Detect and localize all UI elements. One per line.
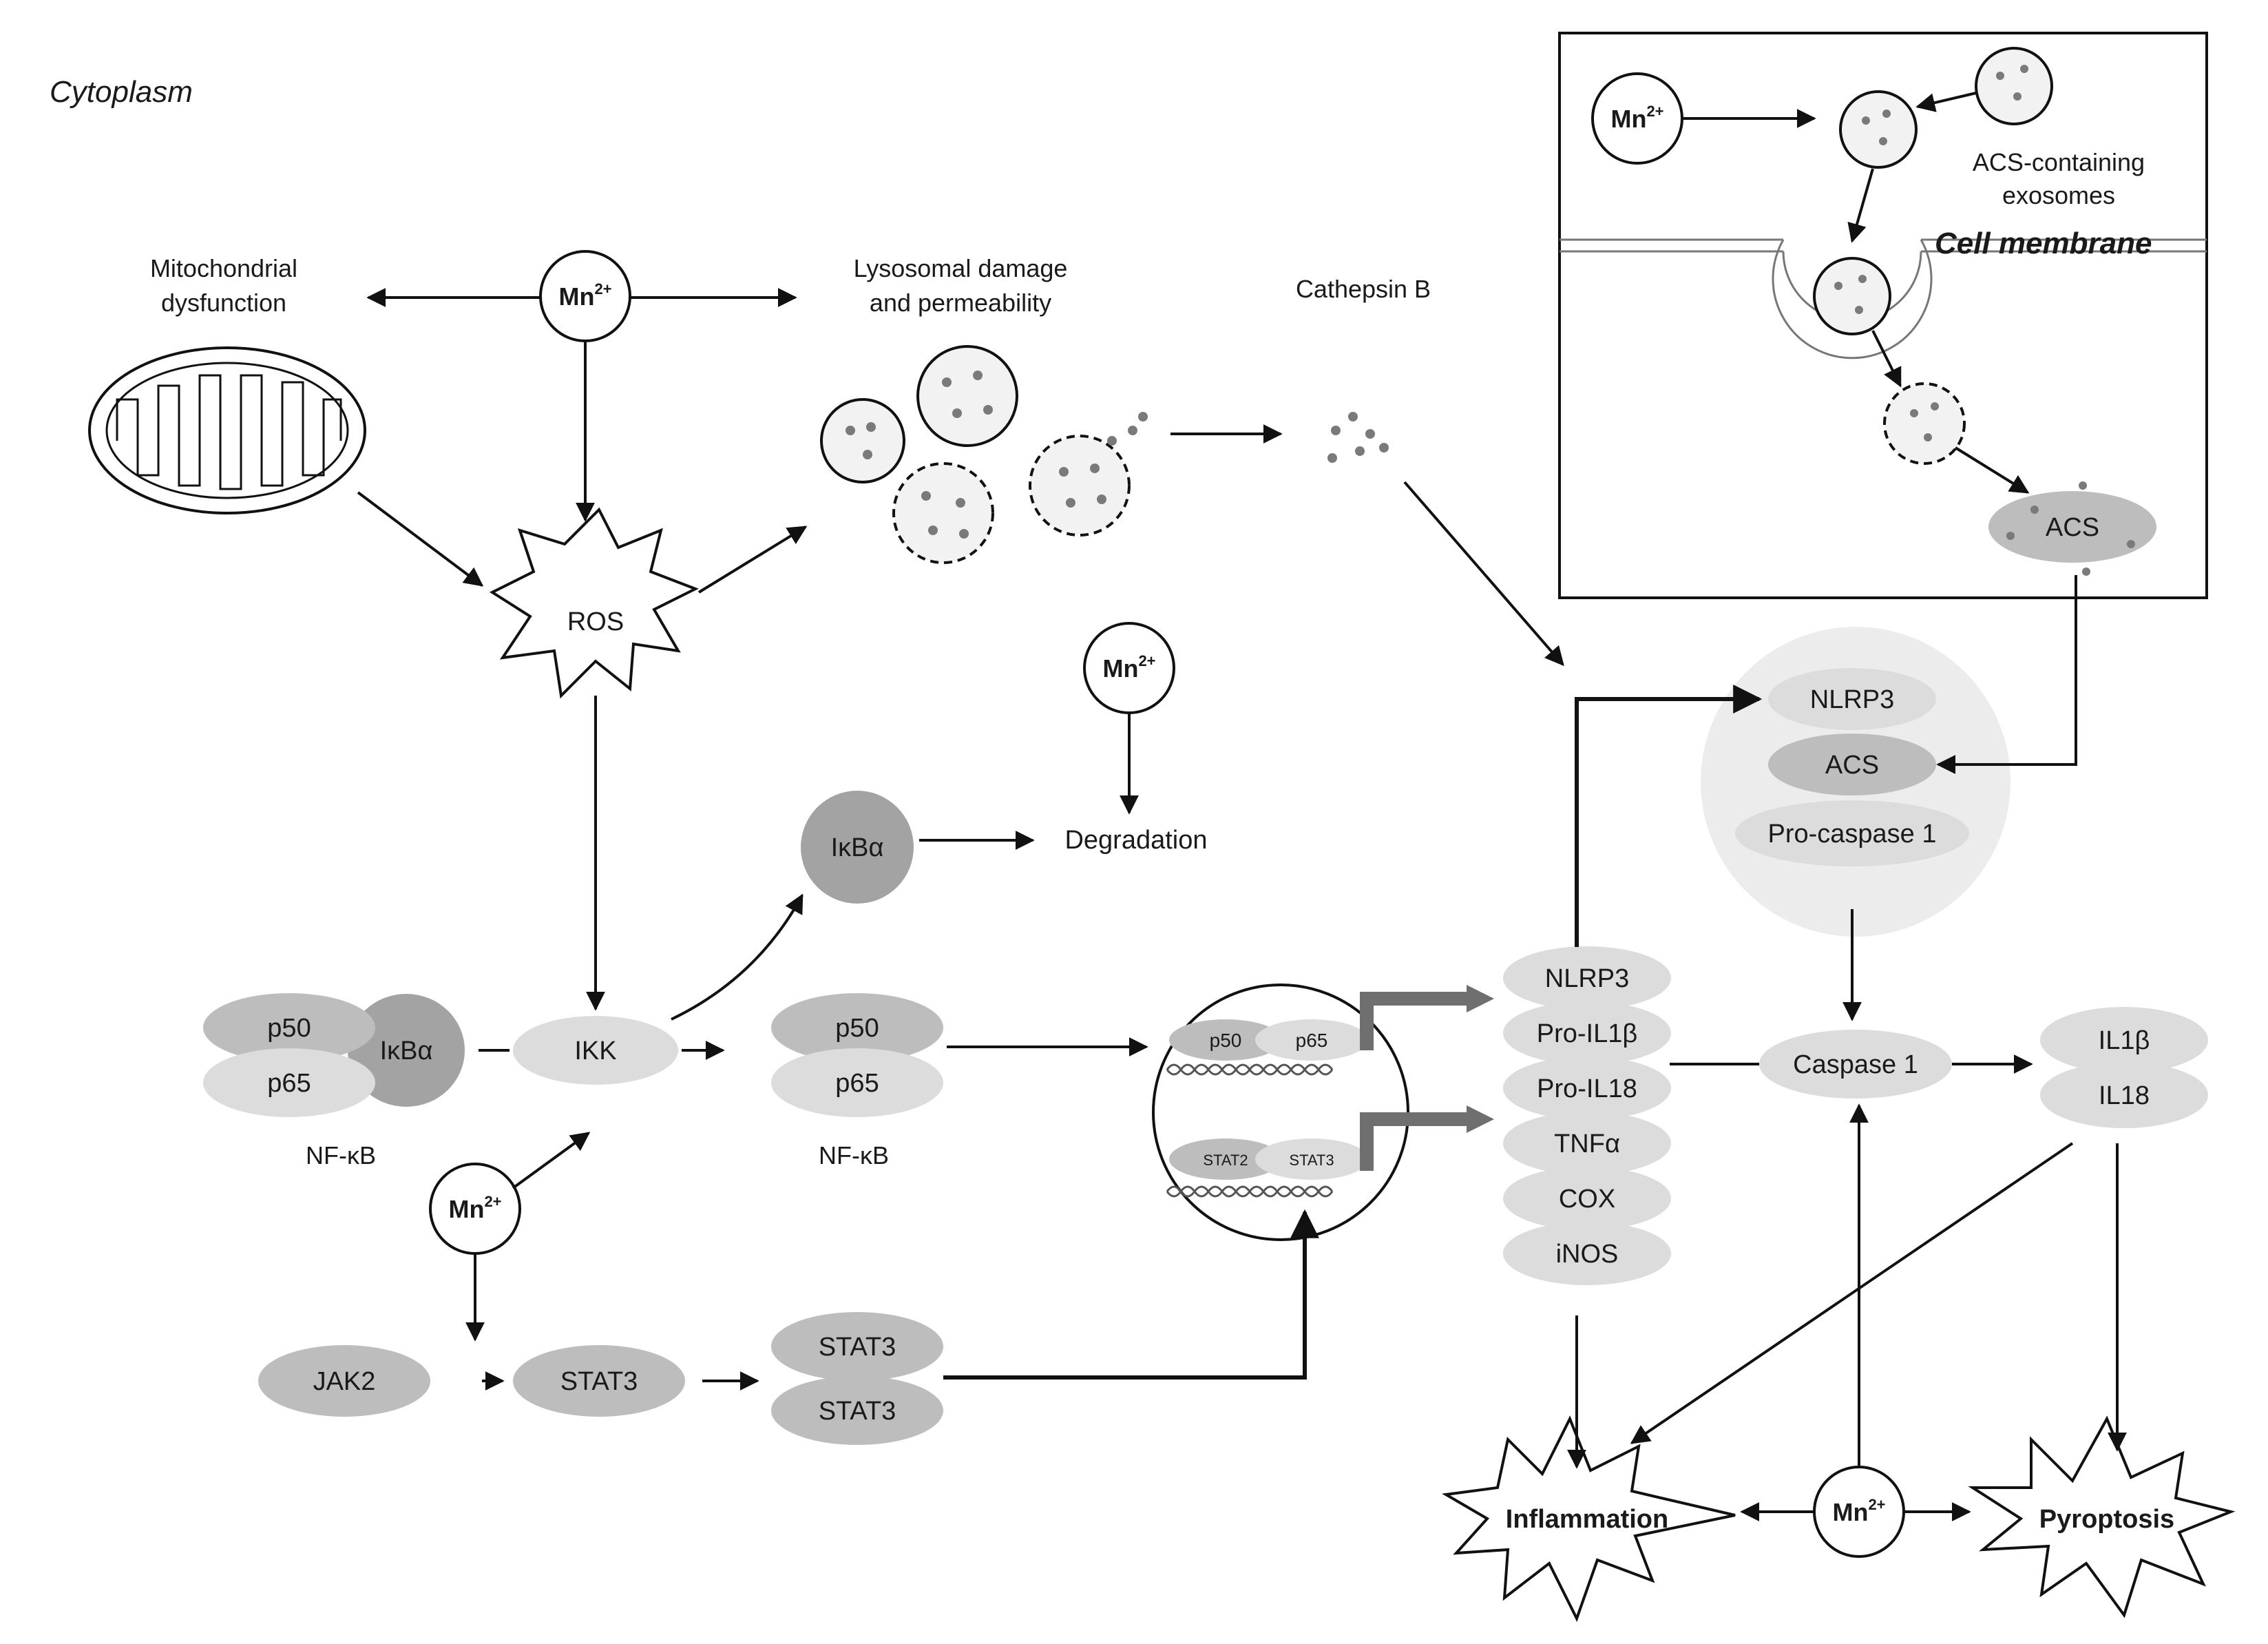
- acs-released: ACS: [1988, 481, 2156, 576]
- svg-text:p50: p50: [267, 1014, 311, 1043]
- svg-text:STAT3: STAT3: [819, 1333, 896, 1362]
- gene-stack: NLRP3 Pro-IL1β Pro-IL18 TNFα COX iNOS: [1503, 946, 1671, 1285]
- ros-label: ROS: [567, 607, 624, 636]
- svg-text:p50: p50: [1210, 1030, 1242, 1051]
- exosome-inset: Cell membrane ACS-containing exosomes: [1558, 32, 2208, 599]
- svg-text:STAT3: STAT3: [819, 1397, 896, 1426]
- acs-released-label: ACS: [2046, 513, 2099, 542]
- cell-membrane-label: Cell membrane: [1935, 227, 2152, 260]
- svg-text:Mn2+: Mn2+: [1832, 1496, 1885, 1526]
- exosome-vesicle-outside: [1975, 47, 2053, 125]
- gene-cox: COX: [1559, 1185, 1615, 1214]
- cathepsin-particles: [1327, 412, 1389, 463]
- inflammasome-pro-caspase1: Pro-caspase 1: [1767, 820, 1936, 849]
- exosome-vesicle-endocytosed: [1813, 257, 1891, 335]
- nfkb-right-label: NF-κB: [819, 1141, 889, 1169]
- mn-ion-degradation: Mn2+: [1083, 622, 1175, 714]
- svg-text:p65: p65: [835, 1069, 879, 1098]
- exosome-vesicle-docking: [1839, 90, 1918, 169]
- svg-text:IκBα: IκBα: [380, 1037, 433, 1065]
- degradation-label: Degradation: [1064, 826, 1207, 855]
- ikba-free: IκBα: [801, 791, 914, 904]
- lysosome-damaged-1: [892, 462, 994, 564]
- gene-tnfa: TNFα: [1554, 1130, 1620, 1158]
- lyso-label-2: and permeability: [870, 289, 1051, 317]
- svg-text:IκBα: IκBα: [831, 833, 884, 862]
- pyroptosis-burst: Pyroptosis: [1968, 1415, 2236, 1619]
- svg-text:Mn2+: Mn2+: [1102, 652, 1155, 683]
- mn-ion-exosome: Mn2+: [1591, 72, 1683, 165]
- svg-text:STAT3: STAT3: [1289, 1152, 1334, 1169]
- svg-text:Caspase 1: Caspase 1: [1793, 1050, 1918, 1079]
- svg-text:Mn2+: Mn2+: [558, 280, 611, 311]
- cytokines: IL1β IL18: [2040, 1007, 2208, 1128]
- inflammasome-acs: ACS: [1825, 751, 1879, 780]
- transcription-arrows: [1360, 985, 1494, 1171]
- mn-ion-jak: Mn2+: [429, 1163, 521, 1255]
- svg-text:Mn2+: Mn2+: [448, 1193, 501, 1223]
- inflammasome-nlrp3: NLRP3: [1810, 685, 1895, 714]
- gene-nlrp3: NLRP3: [1545, 964, 1630, 993]
- inflammation-label: Inflammation: [1506, 1505, 1668, 1534]
- svg-text:p65: p65: [267, 1069, 311, 1098]
- svg-text:p50: p50: [835, 1014, 879, 1043]
- lyso-label-1: Lysosomal damage: [854, 254, 1068, 282]
- cathepsin-label: Cathepsin B: [1296, 275, 1431, 303]
- gene-pro-il1b: Pro-IL1β: [1537, 1019, 1637, 1048]
- stat3-dimer: STAT3 STAT3: [771, 1312, 943, 1445]
- exosomes-label-2: exosomes: [2002, 181, 2115, 209]
- gene-inos: iNOS: [1556, 1240, 1619, 1269]
- nfkb-left-label: NF-κB: [306, 1141, 376, 1169]
- svg-text:p65: p65: [1296, 1030, 1328, 1051]
- lysosome-damaged-2: [1029, 412, 1148, 537]
- svg-text:STAT2: STAT2: [1203, 1152, 1248, 1169]
- svg-text:JAK2: JAK2: [313, 1367, 376, 1396]
- nfkb-free: p50 p65: [771, 993, 943, 1117]
- gene-pro-il18: Pro-IL18: [1537, 1074, 1637, 1103]
- svg-text:IL1β: IL1β: [2099, 1026, 2150, 1055]
- mito-label-1: Mitochondrial: [150, 254, 297, 282]
- pathway-arrows: [357, 92, 2127, 1521]
- inflammasome: NLRP3 ACS Pro-caspase 1: [1701, 627, 2010, 937]
- exosomes-label-1: ACS-containing: [1973, 148, 2145, 176]
- mitochondrion-icon: [88, 346, 366, 514]
- nucleus: p50 p65 STAT2 STAT3: [1152, 984, 1409, 1241]
- pyroptosis-label: Pyroptosis: [2039, 1505, 2174, 1534]
- ikk-oval: IKK: [513, 1016, 678, 1085]
- mn-ion-top: Mn2+: [539, 250, 631, 342]
- nfkb-ikba-complex: p50 p65 IκBα: [203, 993, 465, 1117]
- svg-text:STAT3: STAT3: [560, 1367, 638, 1396]
- lysosome-1: [820, 398, 905, 483]
- ros-burst: ROS: [489, 507, 699, 699]
- jak2-oval: JAK2: [258, 1345, 430, 1417]
- inflammation-burst: Inflammation: [1441, 1415, 1736, 1623]
- caspase1-oval: Caspase 1: [1759, 1030, 1952, 1099]
- svg-text:IL18: IL18: [2099, 1081, 2150, 1110]
- exosome-vesicle-released: [1883, 382, 1966, 465]
- lysosome-2: [916, 345, 1018, 447]
- svg-text:Mn2+: Mn2+: [1610, 103, 1663, 133]
- cytoplasm-label: Cytoplasm: [50, 75, 193, 109]
- stat3-oval: STAT3: [513, 1345, 685, 1417]
- svg-text:IKK: IKK: [574, 1037, 616, 1065]
- mn-ion-bottom: Mn2+: [1813, 1466, 1905, 1558]
- mito-label-2: dysfunction: [161, 289, 286, 317]
